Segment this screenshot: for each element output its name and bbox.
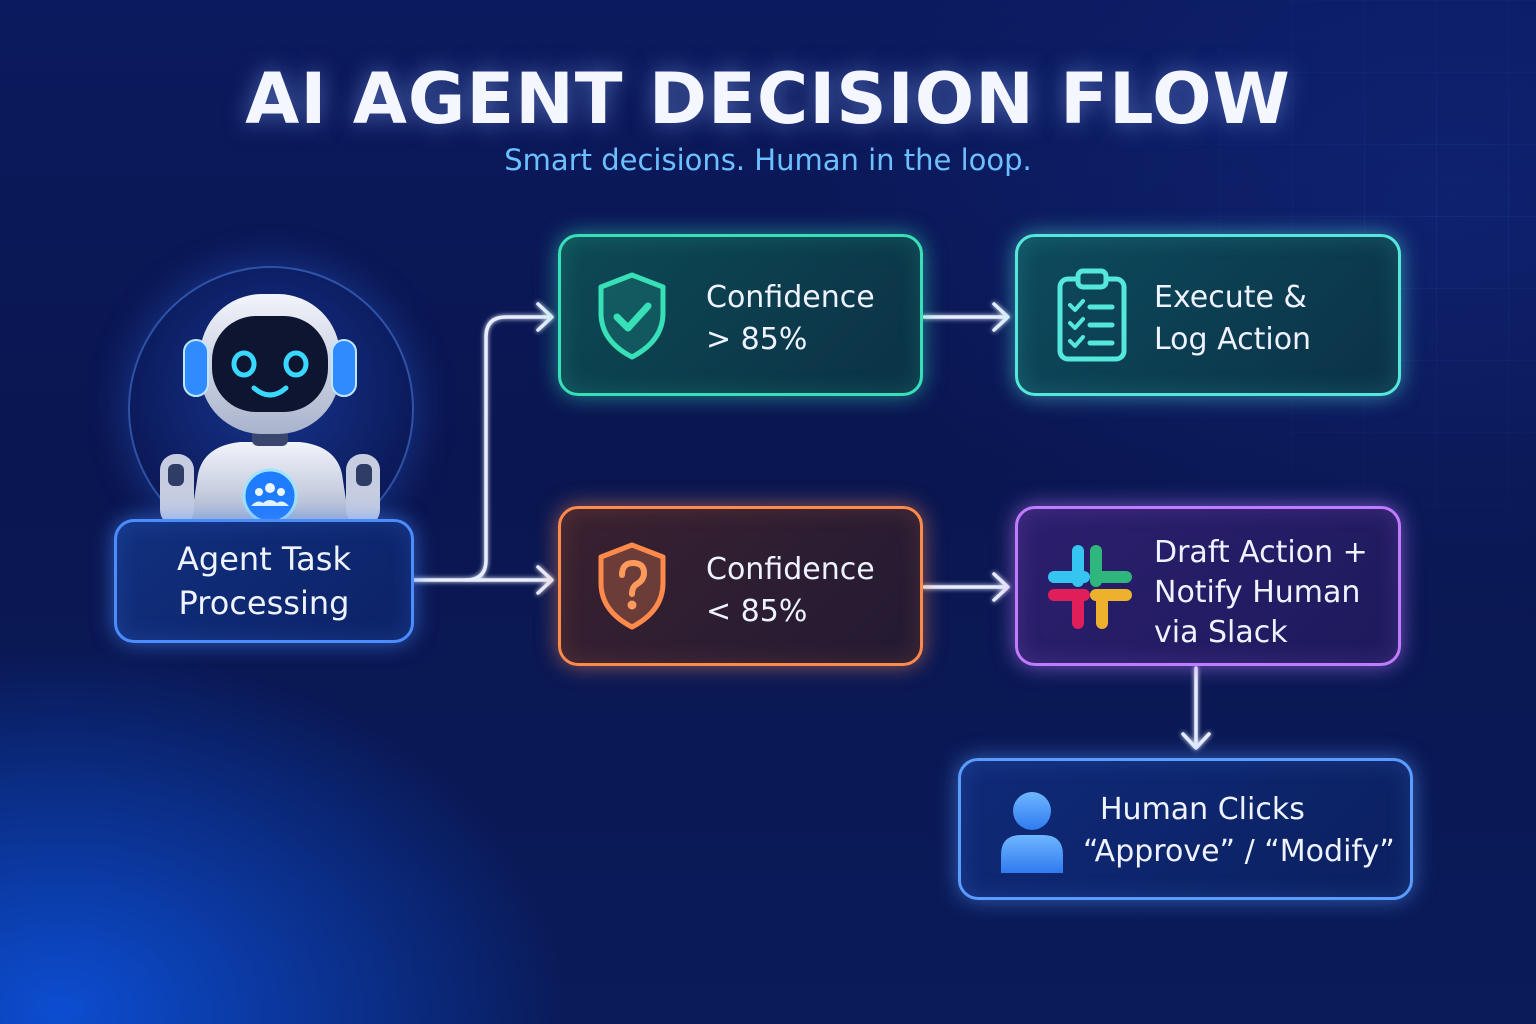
arrowhead-execute	[992, 302, 1010, 332]
draft-line-3: via Slack	[1154, 615, 1288, 650]
high-confidence-line-1: Confidence	[706, 280, 875, 315]
clipboard-checklist-icon	[1057, 268, 1127, 362]
low-confidence-node[interactable]: Confidence < 85%	[558, 506, 923, 666]
high-confidence-node[interactable]: Confidence > 85%	[558, 234, 923, 396]
low-confidence-line-1: Confidence	[706, 552, 875, 587]
human-review-node[interactable]: Human Clicks “Approve” / “Modify”	[958, 758, 1413, 900]
page-subtitle: Smart decisions. Human in the loop.	[504, 143, 1032, 177]
low-confidence-line-2: < 85%	[706, 594, 808, 629]
arrowhead-human	[1181, 732, 1211, 750]
robot-icon	[160, 294, 380, 526]
agent-label-line-2: Processing	[178, 584, 350, 622]
slack-icon	[1048, 545, 1132, 629]
arrowhead-low	[536, 565, 554, 595]
draft-line-1: Draft Action +	[1154, 535, 1368, 570]
agent-label-line-1: Agent Task	[177, 540, 351, 578]
execute-log-node[interactable]: Execute & Log Action	[1015, 234, 1401, 396]
arrowhead-draft	[992, 572, 1010, 602]
connector-agent-to-high	[464, 315, 552, 582]
high-confidence-line-2: > 85%	[706, 322, 808, 357]
execute-line-1: Execute &	[1154, 280, 1307, 315]
page-title: AI AGENT DECISION FLOW	[245, 58, 1291, 140]
shield-question-icon	[598, 542, 666, 630]
draft-line-2: Notify Human	[1154, 575, 1361, 610]
shield-check-icon	[598, 272, 666, 360]
execute-line-2: Log Action	[1154, 322, 1312, 357]
arrowhead-high	[536, 302, 554, 332]
agent-task-node[interactable]: Agent Task Processing	[114, 519, 414, 643]
human-line-1: Human Clicks	[1100, 792, 1305, 827]
draft-notify-node[interactable]: Draft Action + Notify Human via Slack	[1015, 506, 1401, 666]
human-line-2: “Approve” / “Modify”	[1083, 834, 1395, 869]
user-icon	[1001, 792, 1063, 873]
